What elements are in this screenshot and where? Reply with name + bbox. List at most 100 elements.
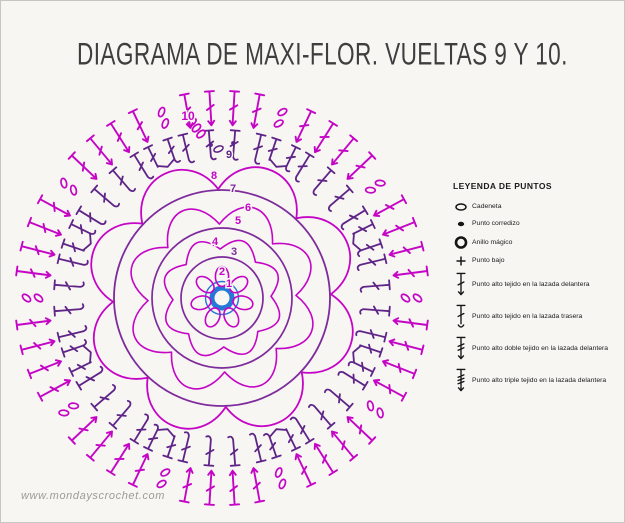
- treble-stitch: [253, 132, 267, 165]
- v-stitch-base: [268, 428, 288, 438]
- treble-stitch: [289, 416, 315, 445]
- legend-item: Punto bajo: [453, 255, 624, 267]
- tall-treble-stitch: [250, 92, 266, 129]
- tall-treble-stitch: [382, 216, 418, 237]
- treble-stitch: [90, 184, 120, 208]
- v-stitch-base: [82, 344, 92, 364]
- v-stitch-base: [156, 158, 176, 168]
- round-8-petals: [90, 166, 354, 430]
- round-9-stitches: [53, 129, 391, 467]
- tall-treble-stitch: [331, 430, 359, 462]
- chain-stitch: [160, 468, 171, 477]
- chain-stitch: [412, 293, 423, 303]
- front-loop-double-treble-icon: [453, 336, 469, 362]
- chain-stitch: [277, 107, 288, 117]
- page-title: DIAGRAMA DE MAXI-FLOR. VUELTAS 9 Y 10.: [77, 37, 568, 73]
- tall-treble-stitch: [382, 359, 418, 380]
- treble-stitch: [340, 205, 369, 231]
- slip-stitch-dot: [209, 143, 213, 147]
- treble-stitch: [129, 413, 150, 445]
- treble-stitch: [359, 343, 384, 358]
- tall-treble-stitch: [85, 430, 113, 462]
- tall-treble-stitch: [392, 265, 429, 279]
- chain-stitch: [67, 402, 80, 410]
- treble-stitch: [359, 305, 391, 317]
- chain-stitch: [161, 118, 170, 129]
- magic-ring: [209, 285, 235, 311]
- treble-stitch: [56, 253, 89, 267]
- tall-treble-stitch: [346, 416, 377, 445]
- treble-stitch: [143, 144, 159, 168]
- tall-treble-stitch: [36, 194, 71, 217]
- treble-stitch: [53, 303, 85, 317]
- treble-stitch: [263, 433, 282, 460]
- round-label-1: 1: [226, 278, 232, 290]
- round-label-4: 4: [212, 236, 219, 248]
- treble-stitch: [68, 361, 92, 377]
- treble-stitch: [177, 431, 191, 464]
- round-5-circle-outline: [151, 227, 293, 369]
- treble-stitch: [129, 151, 155, 180]
- v-stitch-base: [352, 344, 362, 364]
- tall-treble-stitch: [19, 338, 56, 356]
- flower-petal: [214, 265, 230, 288]
- v-stitch-base: [352, 232, 362, 252]
- tall-treble-stitch: [228, 90, 241, 127]
- legend-item: Punto alto doble tejido en la lazada del…: [453, 336, 624, 362]
- tall-treble-stitch: [26, 359, 62, 380]
- flower-petal: [223, 307, 240, 328]
- tall-treble-stitch: [203, 90, 216, 127]
- treble-stitch: [203, 129, 217, 161]
- tall-treble-stitch: [373, 379, 408, 402]
- tall-treble-stitch: [26, 216, 62, 237]
- treble-stitch: [327, 184, 354, 212]
- round-4-scallops: [163, 239, 281, 357]
- start-chain-stitch: [196, 129, 206, 139]
- tall-treble-stitch: [106, 120, 131, 154]
- start-chain-stitch: [213, 145, 224, 153]
- magic-ring-icon: [453, 235, 469, 250]
- tall-treble-stitch: [19, 240, 56, 258]
- treble-stitch: [60, 238, 85, 253]
- treble-stitch: [143, 423, 159, 452]
- round-1-2-flower: [190, 265, 254, 328]
- chain-stitch: [376, 407, 384, 419]
- tall-treble-stitch: [228, 469, 241, 506]
- treble-stitch: [267, 136, 282, 161]
- chain-stitch: [374, 179, 386, 187]
- treble-stitch: [68, 219, 97, 235]
- treble-stitch: [294, 151, 315, 183]
- chain-stitch: [364, 186, 377, 194]
- tall-treble-stitch: [392, 317, 429, 331]
- tall-treble-stitch: [294, 453, 317, 488]
- round-label-5: 5: [235, 215, 241, 227]
- treble-stitch: [337, 370, 369, 391]
- treble-stitch: [90, 384, 117, 412]
- round-7-circle: [113, 189, 331, 407]
- tall-treble-stitch: [127, 108, 150, 143]
- legend-item-label: Punto alto tejido en la lazada delantera: [472, 281, 590, 288]
- treble-stitch: [162, 136, 181, 163]
- chain-stitch: [273, 119, 284, 128]
- treble-stitch: [347, 361, 376, 377]
- legend-item-label: Punto alto triple tejido en la lazada de…: [472, 377, 607, 384]
- legend-title: LEYENDA DE PUNTOS: [453, 181, 552, 191]
- treble-stitch: [177, 132, 195, 164]
- chain-icon: [453, 201, 469, 213]
- chain-stitch: [69, 184, 78, 196]
- treble-stitch: [249, 432, 267, 464]
- round-8-petals-outline: [90, 166, 354, 430]
- round-label-6: 6: [245, 202, 251, 214]
- legend-item: Punto corredizo: [453, 218, 624, 230]
- chain-stitch: [400, 293, 411, 303]
- v-stitch-base: [82, 232, 92, 252]
- treble-stitch: [356, 253, 388, 271]
- tall-treble-stitch: [250, 467, 266, 504]
- chain-stitch: [278, 478, 287, 490]
- treble-stitch: [75, 205, 107, 226]
- diagram-extras: [187, 117, 235, 153]
- treble-stitch: [355, 329, 388, 343]
